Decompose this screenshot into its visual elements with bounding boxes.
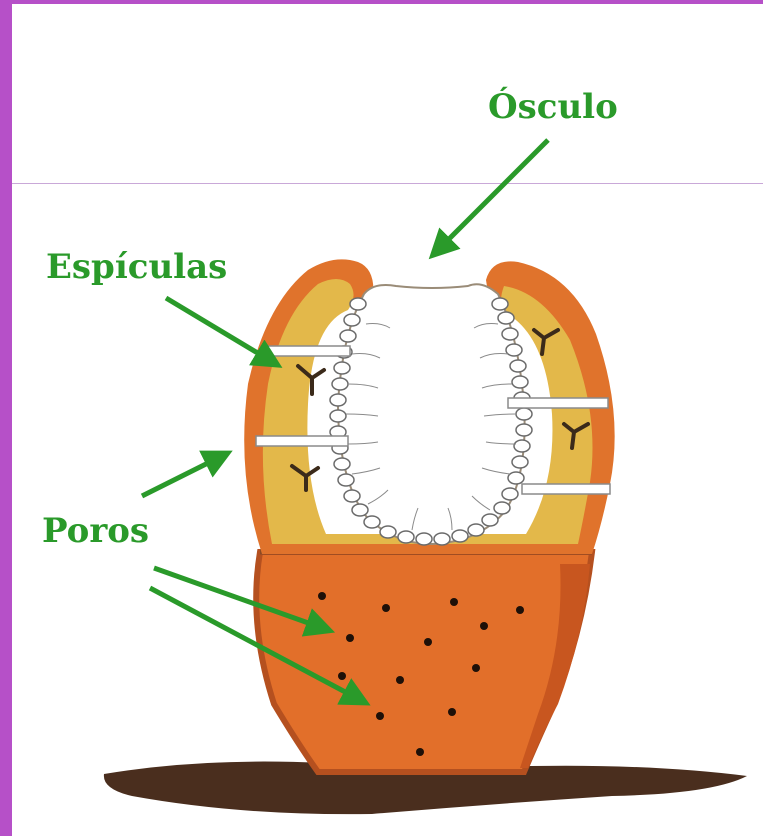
espiculas-arrow [166, 298, 276, 364]
poros-arrow-1 [142, 454, 226, 496]
osculo-label: Ósculo [488, 90, 618, 124]
espiculas-label: Espículas [46, 250, 227, 284]
diagram-frame: Ósculo Espículas Poros [12, 4, 763, 836]
poros-label: Poros [42, 514, 149, 548]
osculo-arrow [434, 140, 548, 254]
sponge-diagram [12, 4, 763, 836]
sponge-base [256, 552, 592, 772]
